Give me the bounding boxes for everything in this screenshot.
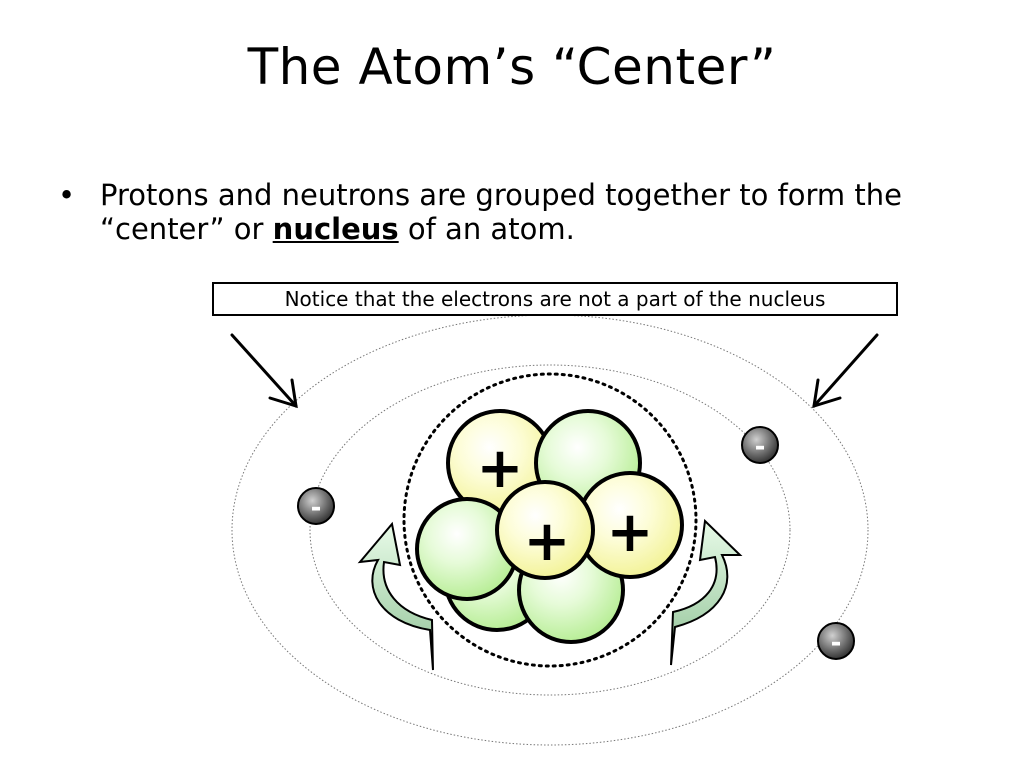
right-pointer-arrow xyxy=(812,333,879,409)
electron-lower-right: - xyxy=(817,622,855,660)
bullet-text-start: Protons and neutrons are grouped togethe… xyxy=(100,178,902,246)
bullet-text-end: of an atom. xyxy=(398,212,575,246)
slide-title: The Atom’s “Center” xyxy=(247,38,777,96)
nucleus-boundary xyxy=(402,372,698,668)
keyword-nucleus: nucleus xyxy=(272,212,399,246)
bullet-text: Protons and neutrons are grouped togethe… xyxy=(100,178,940,246)
inner-orbit xyxy=(309,364,791,696)
proton-top-left-label: + xyxy=(477,436,524,501)
electron-left: - xyxy=(297,487,335,525)
electron-upper-right: - xyxy=(741,426,779,464)
proton-right-label: + xyxy=(607,500,654,565)
left-curved-arrow xyxy=(357,521,434,671)
proton-center-label: + xyxy=(524,509,571,574)
electron-lower-right-label: - xyxy=(831,628,842,658)
left-pointer-arrow xyxy=(230,333,298,409)
bullet-marker: • xyxy=(58,178,76,212)
note-text: Notice that the electrons are not a part… xyxy=(284,287,826,311)
electron-upper-right-label: - xyxy=(755,432,766,462)
electron-left-label: - xyxy=(311,493,322,523)
right-curved-arrow xyxy=(670,518,743,666)
note-box: Notice that the electrons are not a part… xyxy=(212,282,898,316)
proton-center xyxy=(495,480,595,580)
